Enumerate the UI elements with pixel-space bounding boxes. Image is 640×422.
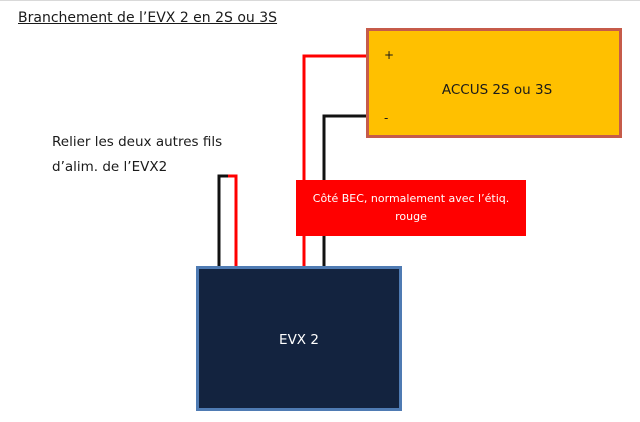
battery-minus-terminal: - <box>384 111 389 125</box>
evx2-module-box: EVX 2 <box>196 266 402 411</box>
evx2-module-label: EVX 2 <box>279 332 319 348</box>
page-title: Branchement de l’EVX 2 en 2S ou 3S <box>18 10 278 26</box>
battery-plus-terminal: + <box>384 48 395 62</box>
battery-label: ACCUS 2S ou 3S <box>441 82 553 98</box>
jumper-wire-red <box>228 174 238 268</box>
battery-box: + - ACCUS 2S ou 3S <box>366 28 622 138</box>
jumper-note-line-1: Relier les deux autres fils <box>52 134 223 150</box>
bec-callout-line-1: Côté BEC, normalement avec l’étiq. <box>312 192 510 205</box>
positive-wire <box>302 54 368 268</box>
bec-callout: Côté BEC, normalement avec l’étiq. rouge <box>296 180 526 236</box>
jumper-note-line-2: d’alim. de l’EVX2 <box>52 159 168 175</box>
page-top-rule <box>0 0 640 1</box>
bec-callout-line-2: rouge <box>395 210 427 223</box>
jumper-wire-black <box>217 174 228 268</box>
jumper-note: Relier les deux autres fils d’alim. de l… <box>52 130 222 180</box>
